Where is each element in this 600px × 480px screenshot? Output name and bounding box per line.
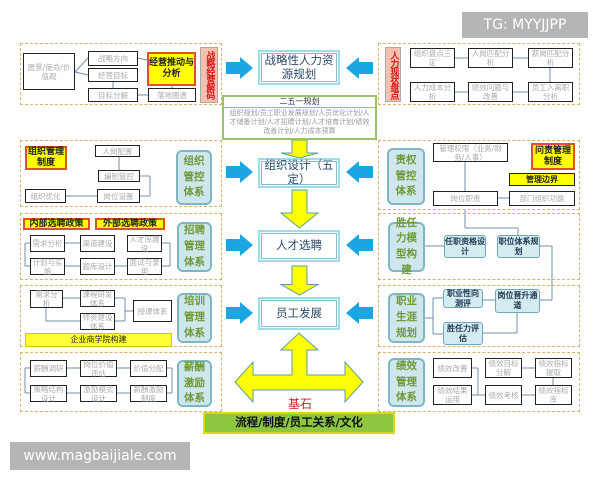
drive-box: 经营推动与分析 bbox=[147, 52, 196, 86]
arrow-left-icon bbox=[346, 57, 373, 79]
arrow-down-icon bbox=[279, 189, 320, 229]
foundation-bar: 流程/制度/员工关系/文化 bbox=[203, 412, 395, 434]
training-teaching: 授课体系 bbox=[133, 300, 172, 322]
org-design-box: 组织设计（五定） bbox=[258, 158, 340, 188]
academy-bar: 企业商学院构建 bbox=[25, 333, 172, 347]
rights-box: 管理权限（业务/财务/人事） bbox=[433, 143, 508, 162]
inv-perf: 绩效问题与改善 bbox=[468, 82, 513, 102]
boundary-box: 管理边界 bbox=[509, 173, 575, 186]
pay-survey: 薪酬调研 bbox=[30, 360, 67, 377]
employee-development-box: 员工发展 bbox=[258, 297, 340, 330]
headcount-box: 编制管控 bbox=[98, 170, 140, 182]
arrow-left-icon bbox=[346, 234, 373, 256]
panel-recruit bbox=[20, 213, 222, 280]
watermark-top: TG: MYYJJPP bbox=[462, 12, 588, 38]
pay-distribute: 价值分配 bbox=[130, 360, 167, 377]
recruit-interview: 面试与录用 bbox=[127, 258, 162, 276]
org-policy-box: 组织管理制度 bbox=[25, 146, 67, 170]
pay-system: 薪酬激励体系 bbox=[177, 360, 212, 407]
connector-line bbox=[74, 71, 89, 76]
internal-policy: 内部选聘政策 bbox=[23, 218, 90, 230]
vision-box: 愿景/使命/价值观 bbox=[23, 53, 75, 90]
career-test: 职业性向测评 bbox=[443, 289, 483, 308]
foundation-label: 基石 bbox=[287, 396, 312, 411]
perf-extract: 绩效指标提取 bbox=[535, 358, 572, 378]
panel-org bbox=[20, 140, 222, 207]
arrow-right-icon bbox=[226, 57, 253, 79]
panel-pay bbox=[20, 352, 222, 412]
panel-performance bbox=[378, 352, 580, 412]
optimize-box: 组织优化 bbox=[25, 189, 66, 203]
connector-line bbox=[74, 57, 89, 73]
recruit-needs: 需求分析 bbox=[30, 235, 65, 252]
perf-goal: 绩效目标分解 bbox=[485, 358, 522, 378]
perf-apply: 绩效结果运用 bbox=[433, 385, 472, 405]
decompose-box: 目标分解 bbox=[88, 88, 138, 102]
roadmap-box: 落地图谱 bbox=[148, 88, 196, 102]
arrow-left-icon bbox=[346, 161, 373, 183]
inv-paymatch: 薪岗匹配分析 bbox=[528, 48, 573, 68]
pay-policy: 薪酬激励制度 bbox=[130, 385, 167, 403]
authority-system: 责权管控体系 bbox=[387, 148, 425, 205]
arrow-down-icon bbox=[280, 139, 319, 159]
external-policy: 外部选聘政策 bbox=[95, 218, 165, 230]
connector-line bbox=[137, 57, 148, 61]
recruit-pool: 人才库建设 bbox=[127, 235, 162, 253]
panel-authority bbox=[378, 140, 580, 210]
panel-inventory bbox=[378, 43, 580, 105]
talent-selection-box: 人才选聘 bbox=[258, 230, 340, 262]
promotion-box: 岗位晋升通道 bbox=[495, 289, 540, 313]
pay-evaluate: 岗位价值评估 bbox=[80, 360, 117, 378]
qualification-box: 任职资格设计 bbox=[444, 235, 486, 258]
arrow-right-icon bbox=[226, 234, 253, 256]
duty-box: 岗位职责 bbox=[433, 191, 498, 206]
competency-system: 胜任力模型构建 bbox=[388, 217, 425, 276]
plan-text: 组织规划/员工职业发展规划/人员优化计划/人才储备计划/人才招聘计划/人才培育计… bbox=[229, 108, 370, 135]
plan-box: 二五一规划组织规划/员工职业发展规划/人员优化计划/人才储备计划/人才招聘计划/… bbox=[222, 95, 377, 140]
plan-title: 二五一规划 bbox=[224, 97, 375, 108]
arrow-left-icon bbox=[346, 302, 373, 324]
panel-career bbox=[378, 285, 580, 347]
arrow-down-icon bbox=[279, 265, 320, 296]
watermark-bottom: www.magbaijiale.com bbox=[10, 442, 190, 470]
arrow-right-icon bbox=[226, 302, 253, 324]
career-system: 职业生涯规划 bbox=[388, 293, 425, 343]
org-system: 组织管控体系 bbox=[176, 150, 212, 205]
perf-review: 绩效考核 bbox=[485, 385, 522, 405]
strategy-title: 战略经营解码 bbox=[200, 47, 218, 103]
panel-competency bbox=[378, 213, 580, 280]
performance-system: 绩效管理体系 bbox=[388, 358, 425, 407]
recruit-channel: 渠道建设 bbox=[80, 235, 115, 252]
job-system-box: 职位体系规划 bbox=[497, 235, 540, 258]
training-teacher: 师资建设体系 bbox=[80, 313, 115, 331]
arrow-right-icon bbox=[226, 161, 253, 183]
training-system: 培训管理体系 bbox=[177, 293, 212, 343]
positions-box: 岗位设置 bbox=[97, 189, 140, 203]
pay-structure: 策略结构设计 bbox=[30, 385, 67, 403]
staffing-box: 人岗配置 bbox=[95, 145, 140, 157]
pay-mode: 激励模式设计 bbox=[80, 385, 117, 403]
t-arrow-icon bbox=[234, 332, 364, 404]
inventory-title: 人力现状盘点 bbox=[385, 47, 401, 102]
perf-improve: 绩效改善 bbox=[433, 358, 472, 378]
inv-turnover: 员工入离职分析 bbox=[528, 82, 573, 102]
recruit-plan: 计划与实施 bbox=[30, 258, 65, 276]
inv-cost: 人力成本分析 bbox=[410, 82, 455, 102]
inv-org: 组织盘点三定 bbox=[410, 48, 455, 68]
dept-box: 部门组织功能 bbox=[509, 191, 575, 206]
recruit-bank: 题库设计 bbox=[80, 258, 115, 275]
perf-library: 绩效指标库 bbox=[535, 385, 572, 405]
inv-match: 人岗匹配分析 bbox=[468, 48, 513, 68]
panel-strategy bbox=[20, 43, 222, 105]
training-needs: 需求分析 bbox=[30, 290, 63, 308]
assess-box: 胜任力评估 bbox=[443, 322, 483, 345]
strategic-planning-box: 战略性人力资源规划 bbox=[258, 50, 340, 85]
recruit-system: 招聘管理体系 bbox=[177, 222, 212, 272]
accountability-box: 问责管理制度 bbox=[531, 143, 575, 170]
training-course: 课程研发体系 bbox=[80, 290, 115, 308]
goal-box: 经营目标 bbox=[88, 68, 138, 82]
direction-box: 战略方向 bbox=[88, 51, 138, 66]
